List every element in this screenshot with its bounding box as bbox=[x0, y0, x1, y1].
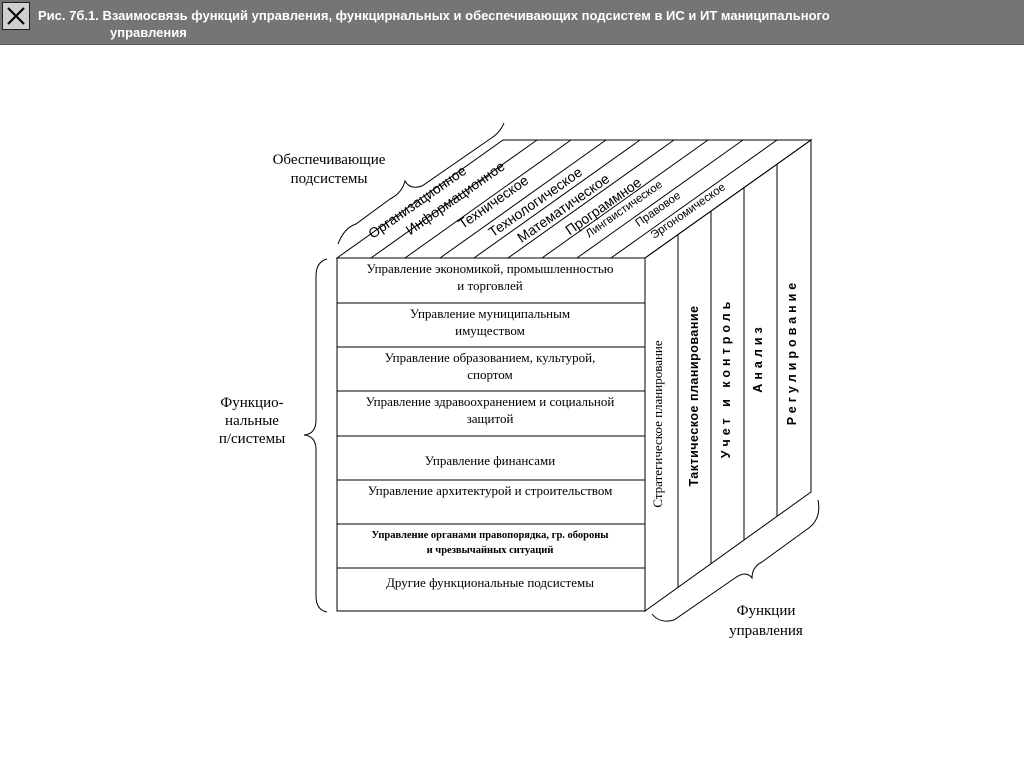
left-group-label-line3: п/системы bbox=[219, 431, 285, 447]
function-label-1: Стратегическое планирование bbox=[650, 340, 665, 508]
window-title-line2: управления bbox=[110, 25, 187, 40]
row-8-line1: Другие функциональные подсистемы bbox=[386, 575, 594, 590]
row-5-line1: Управление финансами bbox=[425, 453, 555, 468]
bottom-group-label-line2: управления bbox=[729, 623, 803, 639]
row-4-line1: Управление здравоохранением и социальной bbox=[366, 394, 615, 409]
row-3-line2: спортом bbox=[467, 367, 513, 382]
row-1-line2: и торговлей bbox=[457, 278, 522, 293]
row-6-line1: Управление архитектурой и строительством bbox=[368, 483, 613, 498]
top-dividers bbox=[370, 139, 778, 259]
row-3-line1: Управление образованием, культурой, bbox=[385, 350, 596, 365]
left-group-label-line2: нальные bbox=[225, 413, 279, 429]
row-2-line1: Управление муниципальным bbox=[410, 306, 570, 321]
left-group-label-line1: Функцио- bbox=[220, 395, 283, 411]
left-brace bbox=[303, 258, 328, 613]
bottom-group-label-line1: Функции bbox=[737, 603, 796, 619]
row-4-line2: защитой bbox=[467, 411, 514, 426]
top-group-label-line2: подсистемы bbox=[291, 171, 368, 187]
bottom-brace bbox=[651, 499, 820, 622]
function-label-3: Учет и контроль bbox=[719, 298, 733, 459]
title-bar: Рис. 7б.1. Взаимосвязь функций управлени… bbox=[0, 0, 1024, 45]
right-face bbox=[644, 139, 812, 612]
row-1-line1: Управление экономикой, промышленностью bbox=[367, 261, 614, 276]
row-7-line2: и чрезвычайных ситуаций bbox=[427, 545, 554, 556]
row-2-line2: имуществом bbox=[455, 323, 525, 338]
top-brace bbox=[337, 122, 505, 245]
top-group-label-line1: Обеспечивающие bbox=[273, 152, 386, 168]
row-dividers bbox=[337, 302, 645, 569]
function-label-5: Регулирование bbox=[785, 279, 799, 426]
close-icon[interactable] bbox=[2, 2, 30, 30]
window-title-line1: Рис. 7б.1. Взаимосвязь функций управлени… bbox=[38, 8, 830, 23]
row-7-line1: Управление органами правопорядка, гр. об… bbox=[371, 530, 608, 541]
function-label-4: Анализ bbox=[751, 323, 765, 392]
right-dividers bbox=[677, 164, 778, 587]
function-label-2: Тактическое планирование bbox=[687, 305, 701, 486]
